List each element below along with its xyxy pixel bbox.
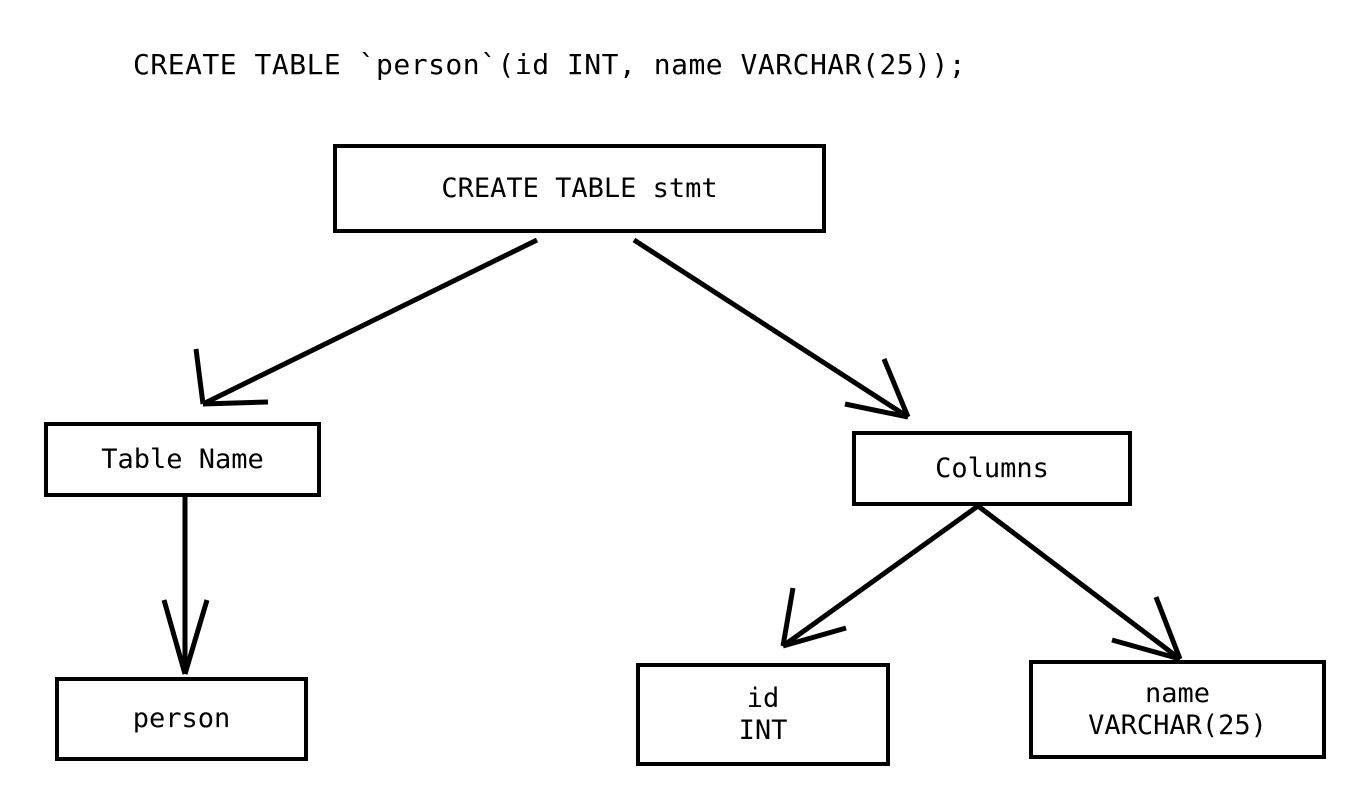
edge-root-to-table-name (193, 237, 539, 407)
node-columns[interactable]: Columns (852, 431, 1132, 506)
node-label-line1: Columns (935, 452, 1049, 484)
node-table-name[interactable]: Table Name (44, 422, 321, 497)
node-label-line1: id (746, 682, 780, 714)
edge-root-to-columns (632, 237, 911, 420)
node-label-line1: name (1144, 677, 1211, 709)
node-column-id[interactable]: id INT (636, 663, 890, 766)
edge-columns-to-col-id (780, 503, 980, 649)
node-person[interactable]: person (55, 677, 308, 761)
node-label-line1: CREATE TABLE stmt (441, 172, 718, 204)
edge-columns-to-col-name (976, 504, 1183, 662)
node-label-line2: VARCHAR(25) (1088, 709, 1267, 741)
node-label-line1: Table Name (101, 443, 264, 475)
node-label-line1: person (132, 703, 231, 735)
edge-table-name-to-person (161, 497, 210, 675)
node-create-table-stmt[interactable]: CREATE TABLE stmt (333, 144, 826, 233)
node-label-line2: INT (738, 714, 788, 746)
node-column-name[interactable]: name VARCHAR(25) (1029, 660, 1326, 759)
sql-statement-caption: CREATE TABLE `person`(id INT, name VARCH… (133, 48, 967, 81)
